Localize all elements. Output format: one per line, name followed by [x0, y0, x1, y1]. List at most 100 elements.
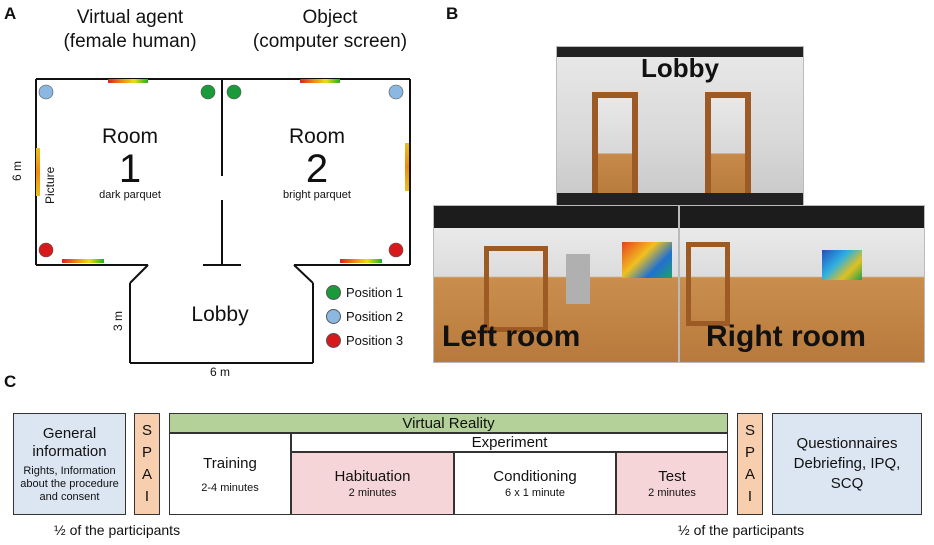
training-box: Training 2-4 minutes — [169, 433, 291, 515]
position-1-marker-room2 — [226, 84, 242, 100]
lobby-height-label: 3 m — [111, 310, 125, 331]
lobby-width-dimension: 6 m — [209, 365, 230, 379]
legend-label-position-3: Position 3 — [346, 332, 404, 348]
screen-marker-room1-bottom — [62, 259, 104, 263]
room2-floor: bright parquet — [283, 189, 351, 201]
virtual-agent-title: Virtual agent — [76, 7, 184, 28]
virtual-agent-subtitle: (female human) — [63, 31, 197, 52]
general-information-title: General information — [32, 424, 107, 460]
conditioning-time: 6 x 1 minute — [505, 487, 565, 499]
training-time: 2-4 minutes — [201, 481, 259, 494]
test-time: 2 minutes — [648, 487, 696, 499]
virtual-reality-bar: Virtual Reality — [169, 413, 728, 433]
questionnaires-box: Questionnaires Debriefing, IPQ, SCQ — [772, 413, 922, 515]
right-room-painting — [822, 250, 862, 280]
questionnaires-title: Questionnaires — [796, 435, 898, 452]
lobby-left-doorway — [598, 98, 632, 198]
right-room-ceiling — [680, 206, 924, 228]
legend-swatch-position-1 — [326, 284, 341, 300]
lobby-screenshot: Lobby — [556, 46, 804, 206]
picture-label-wrap: Picture — [31, 167, 71, 204]
right-room-screenshot-label: Right room — [706, 320, 866, 353]
experiment-bar: Experiment — [291, 433, 728, 452]
left-room-door — [566, 254, 590, 304]
right-room-door-frame — [686, 242, 730, 326]
room1-floor: dark parquet — [99, 189, 161, 201]
spai-right-letter: I — [747, 488, 753, 505]
lobby-baseboard — [557, 193, 803, 205]
general-information-box: General information Rights, Information … — [13, 413, 126, 515]
panel-label-a: A — [4, 4, 17, 23]
left-room-screenshot: Left room — [433, 205, 679, 363]
legend-swatch-position-2 — [326, 308, 341, 324]
left-room-ceiling — [434, 206, 678, 228]
room1-label: Room 1 dark parquet — [70, 125, 190, 201]
position-2-marker-room2 — [388, 84, 404, 100]
half-participants-right: ½ of the participants — [678, 522, 805, 538]
conditioning-title: Conditioning — [493, 468, 577, 485]
legend-label-position-2: Position 2 — [346, 308, 404, 324]
general-information-detail: Rights, Information about the procedure … — [20, 464, 119, 503]
walls — [35, 78, 411, 364]
lobby-right-corner — [293, 264, 314, 284]
picture-marker-right — [405, 143, 409, 191]
spai-right-letter: P — [744, 444, 755, 461]
spai-left-letter: A — [141, 466, 152, 483]
legend-item-position-2: Position 2 — [326, 304, 403, 328]
object-title: Object — [302, 7, 358, 28]
legend-item-position-3: Position 3 — [326, 328, 403, 352]
panel-label-c: C — [4, 372, 17, 391]
left-room-door-frame — [484, 246, 548, 332]
right-room-screenshot: Right room — [679, 205, 925, 363]
height-dimension-label: 6 m — [10, 160, 24, 181]
questionnaires-detail: SCQ — [830, 475, 864, 492]
habituation-title: Habituation — [334, 468, 411, 485]
left-room-painting — [622, 242, 672, 278]
position-1-marker-room1 — [200, 84, 216, 100]
floorplan-svg — [35, 78, 411, 364]
picture-label: Picture — [43, 166, 57, 204]
panel-label-b: B — [446, 4, 459, 23]
lobby-right-doorway — [711, 98, 745, 198]
left-room-screenshot-label: Left room — [442, 320, 581, 353]
room2-number: 2 — [305, 147, 329, 191]
lobby-label: Lobby — [191, 303, 249, 326]
lobby-left-corner — [129, 264, 149, 284]
spai-right-letter: A — [744, 466, 755, 483]
lobby-left-door — [592, 92, 638, 198]
object-header: Object (computer screen) — [232, 6, 428, 54]
spai-right-box: S P A I — [737, 413, 763, 515]
legend-label-position-1: Position 1 — [346, 284, 404, 300]
test-box: Test 2 minutes — [616, 452, 728, 515]
picture-marker-left — [36, 148, 40, 196]
screen-marker-room2-bottom — [340, 259, 382, 263]
room1-number: 1 — [118, 147, 142, 191]
position-2-marker-room1 — [38, 84, 54, 100]
lobby-screenshot-label: Lobby — [641, 53, 719, 83]
screen-marker-room2-top — [300, 79, 340, 83]
room2-title: Room — [288, 125, 346, 148]
half-participants-left: ½ of the participants — [54, 522, 181, 538]
questionnaires-detail: Debriefing, IPQ, — [793, 455, 901, 472]
training-title: Training — [203, 454, 257, 472]
legend-swatch-position-3 — [326, 332, 341, 348]
height-dimension: 6 m — [5, 161, 29, 186]
position-3-marker-room1 — [38, 242, 54, 258]
lobby-height-dimension: 3 m — [108, 310, 128, 334]
object-subtitle: (computer screen) — [252, 31, 408, 52]
position-legend: Position 1 Position 2 Position 3 — [326, 280, 403, 352]
spai-left-letter: S — [141, 422, 152, 439]
room1-title: Room — [101, 125, 159, 148]
screen-marker-room1-top — [108, 79, 148, 83]
room2-label: Room 2 bright parquet — [257, 125, 377, 201]
spai-left-box: S P A I — [134, 413, 160, 515]
habituation-box: Habituation 2 minutes — [291, 452, 454, 515]
lobby-ceiling — [557, 47, 803, 57]
spai-left-letter: I — [144, 488, 150, 505]
spai-right-letter: S — [744, 422, 755, 439]
habituation-time: 2 minutes — [348, 487, 397, 499]
position-3-marker-room2 — [388, 242, 404, 258]
conditioning-box: Conditioning 6 x 1 minute — [454, 452, 616, 515]
spai-left-letter: P — [141, 444, 152, 461]
test-title: Test — [658, 468, 686, 485]
